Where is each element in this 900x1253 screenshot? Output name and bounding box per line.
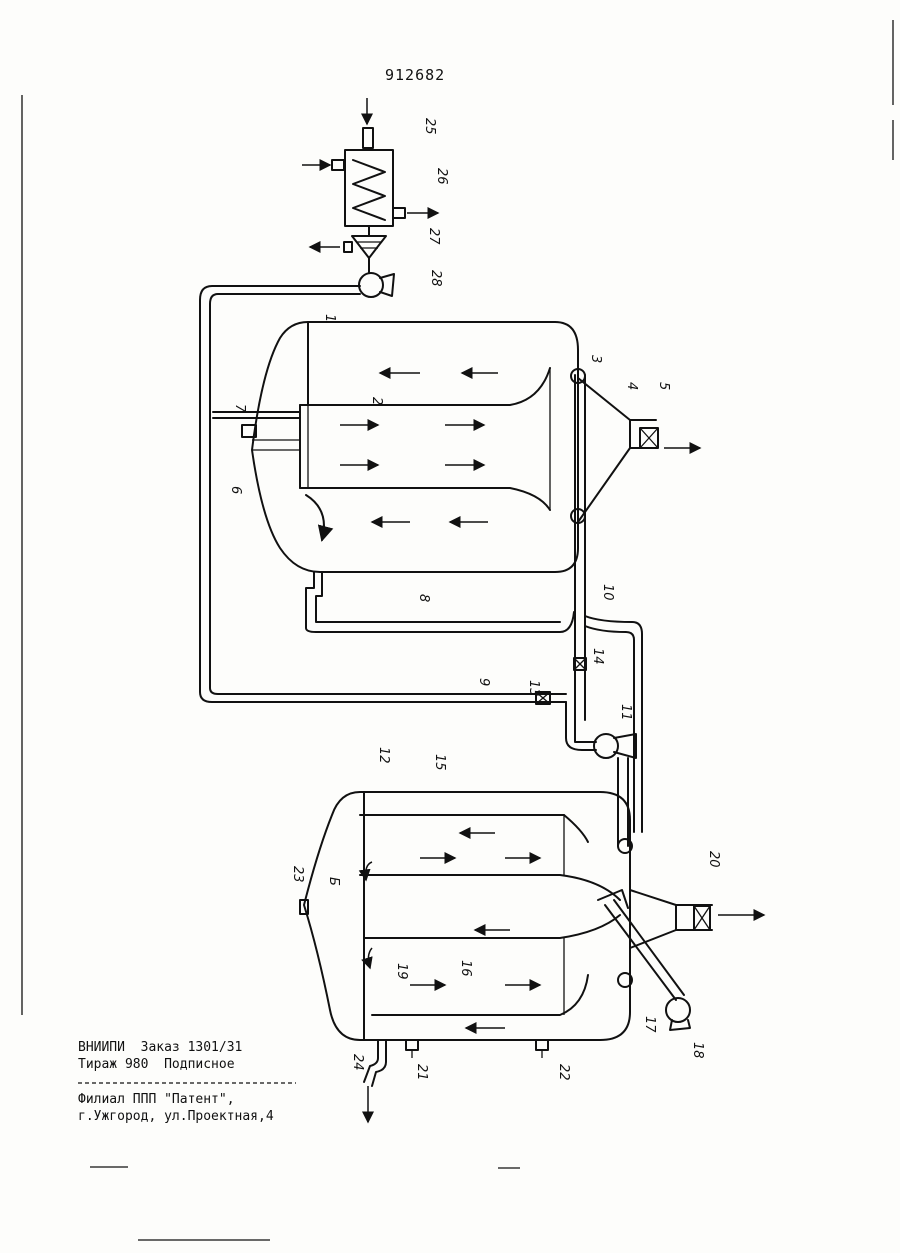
label-26: 26 (434, 168, 449, 185)
label-1: 1 (322, 314, 337, 322)
heat-exchanger (302, 98, 438, 297)
label-7: 7 (232, 404, 247, 413)
imprint-line-2: Тираж 980 Подписное (78, 1057, 235, 1072)
label-27: 27 (426, 228, 441, 245)
label-3: 3 (588, 355, 603, 363)
label-8: 8 (416, 594, 431, 602)
imprint-line-3: Филиал ППП "Патент", (78, 1092, 235, 1107)
imprint-line-1: ВНИИПИ Заказ 1301/31 (78, 1040, 242, 1055)
upper-vessel (242, 322, 700, 572)
label-16: 16 (458, 960, 473, 977)
label-13: 13 (526, 680, 541, 697)
label-21: 21 (414, 1064, 429, 1081)
label-24: 24 (350, 1054, 365, 1071)
label-11: 11 (618, 704, 633, 721)
lower-vessel (300, 792, 764, 1122)
label-19: 19 (394, 963, 409, 980)
label-15: 15 (432, 754, 447, 771)
label-22: 22 (556, 1064, 571, 1081)
label-20: 20 (706, 851, 721, 868)
reference-labels: 1 2 3 4 5 6 7 8 9 10 11 12 13 14 15 16 1… (228, 118, 721, 1081)
label-4: 4 (624, 382, 639, 390)
label-25: 25 (422, 118, 437, 135)
label-B: Б (326, 877, 341, 886)
label-23: 23 (290, 866, 305, 883)
label-28: 28 (428, 270, 443, 287)
imprint-line-4: г.Ужгород, ул.Проектная,4 (78, 1109, 274, 1124)
label-14: 14 (590, 648, 605, 665)
label-18: 18 (690, 1042, 705, 1059)
label-2: 2 (369, 397, 384, 405)
label-10: 10 (600, 584, 615, 601)
label-6: 6 (228, 486, 243, 494)
label-5: 5 (656, 382, 671, 390)
label-9: 9 (476, 678, 491, 686)
label-17: 17 (642, 1016, 657, 1033)
label-12: 12 (376, 747, 391, 764)
